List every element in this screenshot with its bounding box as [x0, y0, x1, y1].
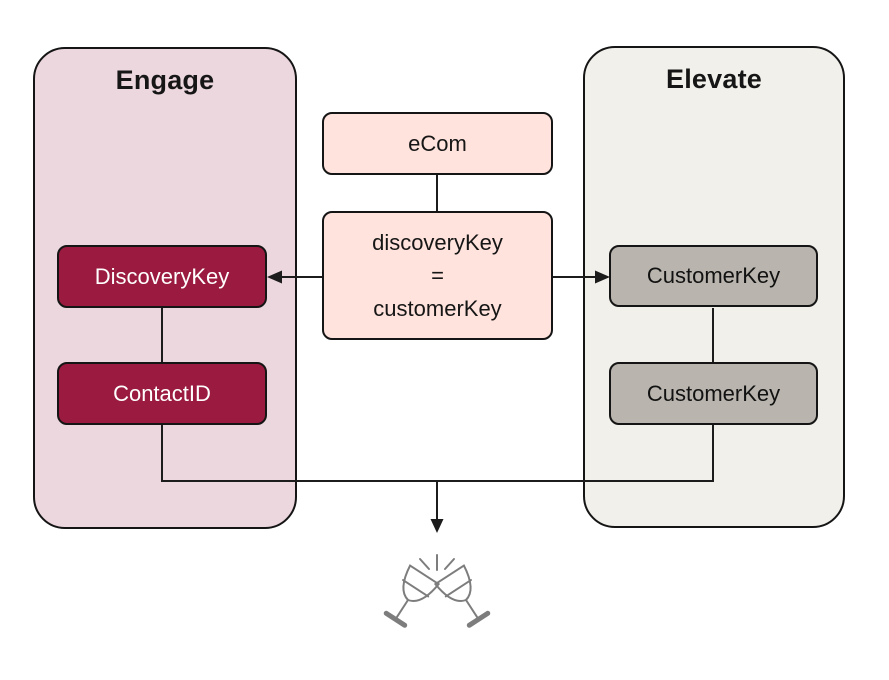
group-elevate-title: Elevate — [666, 64, 762, 94]
node-contactid: ContactID — [57, 362, 267, 425]
group-engage-title: Engage — [115, 65, 215, 95]
node-key-mapping: discoveryKey = customerKey — [322, 211, 553, 340]
mapping-line-2: = — [431, 263, 444, 288]
mapping-line-3: customerKey — [373, 296, 502, 321]
mapping-line-1: discoveryKey — [372, 230, 503, 255]
arrowhead-down — [430, 519, 444, 533]
cheers-icon — [383, 554, 491, 628]
node-customerkey-2: CustomerKey — [609, 362, 818, 425]
node-customerkey-1: CustomerKey — [609, 245, 818, 307]
node-discoverykey: DiscoveryKey — [57, 245, 267, 308]
node-ecom: eCom — [322, 112, 553, 175]
